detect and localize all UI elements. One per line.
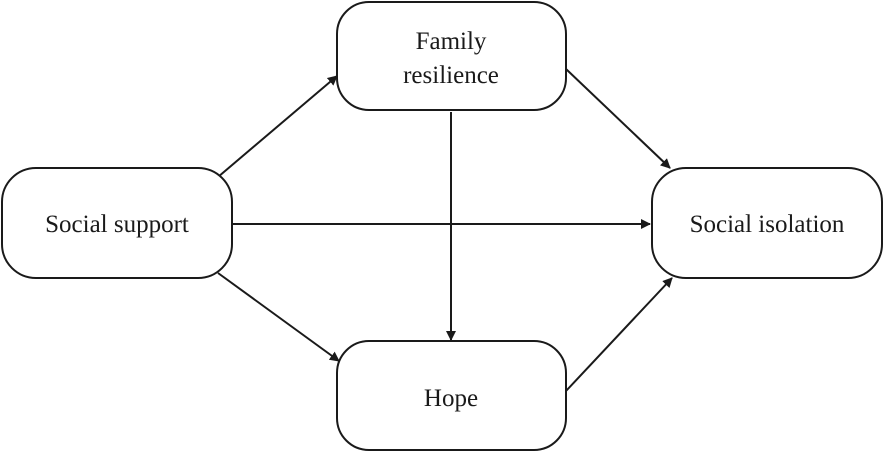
node-social-isolation-label: Social isolation bbox=[690, 211, 845, 238]
node-social-support-box bbox=[1, 167, 233, 279]
arrow-support-to-hope bbox=[217, 272, 340, 362]
node-family-resilience-box bbox=[336, 1, 567, 111]
arrow-support-to-family-resilience bbox=[217, 75, 338, 178]
node-family-resilience-label-line1: Family bbox=[416, 28, 487, 55]
arrow-family-resilience-to-isolation bbox=[565, 68, 671, 169]
node-social-isolation-box bbox=[651, 167, 883, 279]
node-hope-label: Hope bbox=[424, 385, 478, 412]
arrow-hope-to-isolation bbox=[565, 277, 673, 392]
node-hope: Hope bbox=[336, 340, 567, 451]
node-social-support: Social support bbox=[1, 167, 233, 279]
edges bbox=[217, 68, 673, 392]
node-family-resilience: Family resilience bbox=[336, 1, 567, 111]
node-social-isolation: Social isolation bbox=[651, 167, 883, 279]
node-family-resilience-label-line2: resilience bbox=[403, 62, 499, 89]
node-hope-box bbox=[336, 340, 567, 451]
node-social-support-label: Social support bbox=[45, 211, 189, 238]
